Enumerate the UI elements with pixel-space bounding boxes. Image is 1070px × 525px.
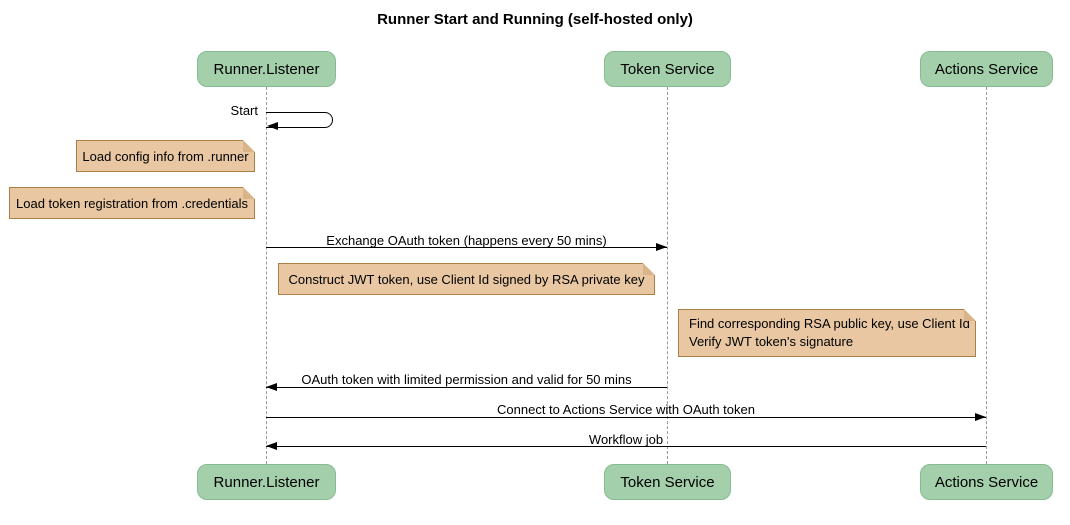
note-load-credentials: Load token registration from .credential… — [9, 187, 255, 219]
participant-runner-listener-top: Runner.Listener — [197, 51, 336, 87]
arrowhead-left-icon — [266, 442, 277, 450]
participant-runner-listener-bottom: Runner.Listener — [197, 464, 336, 500]
message-connect-label: Connect to Actions Service with OAuth to… — [497, 402, 755, 417]
note-text-line2: Verify JWT token's signature — [689, 334, 854, 349]
note-fold-icon — [243, 140, 255, 152]
message-oauth-return-line — [266, 387, 667, 388]
note-find-rsa: Find corresponding RSA public key, use C… — [678, 309, 976, 357]
message-connect-line — [266, 417, 986, 418]
message-start-label: Start — [230, 103, 258, 118]
message-exchange-label: Exchange OAuth token (happens every 50 m… — [326, 233, 607, 248]
note-construct-jwt: Construct JWT token, use Client Id signe… — [278, 263, 655, 295]
message-workflow-line — [266, 446, 986, 447]
arrowhead-left-icon — [266, 383, 277, 391]
note-fold-icon — [964, 309, 976, 321]
participant-token-service-top: Token Service — [604, 51, 731, 87]
participant-label: Token Service — [620, 60, 715, 78]
participant-label: Token Service — [620, 473, 715, 491]
participant-token-service-bottom: Token Service — [604, 464, 731, 500]
arrowhead-right-icon — [656, 243, 667, 251]
arrowhead-left-icon — [267, 122, 278, 130]
note-fold-icon — [243, 187, 255, 199]
diagram-title: Runner Start and Running (self-hosted on… — [377, 11, 693, 28]
note-text: Load config info from .runner — [82, 148, 249, 164]
lifeline-actions-service — [986, 87, 987, 464]
note-text: Load token registration from .credential… — [16, 195, 248, 211]
participant-label: Actions Service — [934, 473, 1039, 491]
lifeline-runner-listener — [266, 87, 267, 464]
note-load-config: Load config info from .runner — [76, 140, 255, 172]
note-text: Construct JWT token, use Client Id signe… — [288, 271, 645, 287]
participant-actions-service-top: Actions Service — [920, 51, 1053, 87]
self-message-loop — [266, 112, 333, 128]
note-text-line1: Find corresponding RSA public key, use C… — [689, 316, 970, 331]
message-workflow-label: Workflow job — [588, 432, 664, 447]
participant-actions-service-bottom: Actions Service — [920, 464, 1053, 500]
participant-label: Runner.Listener — [213, 473, 320, 491]
message-exchange-line — [266, 247, 667, 248]
participant-label: Runner.Listener — [213, 60, 320, 78]
note-fold-icon — [643, 263, 655, 275]
lifeline-token-service — [667, 87, 668, 464]
arrowhead-right-icon — [975, 413, 986, 421]
participant-label: Actions Service — [934, 60, 1039, 78]
message-oauth-return-label: OAuth token with limited permission and … — [301, 372, 632, 387]
